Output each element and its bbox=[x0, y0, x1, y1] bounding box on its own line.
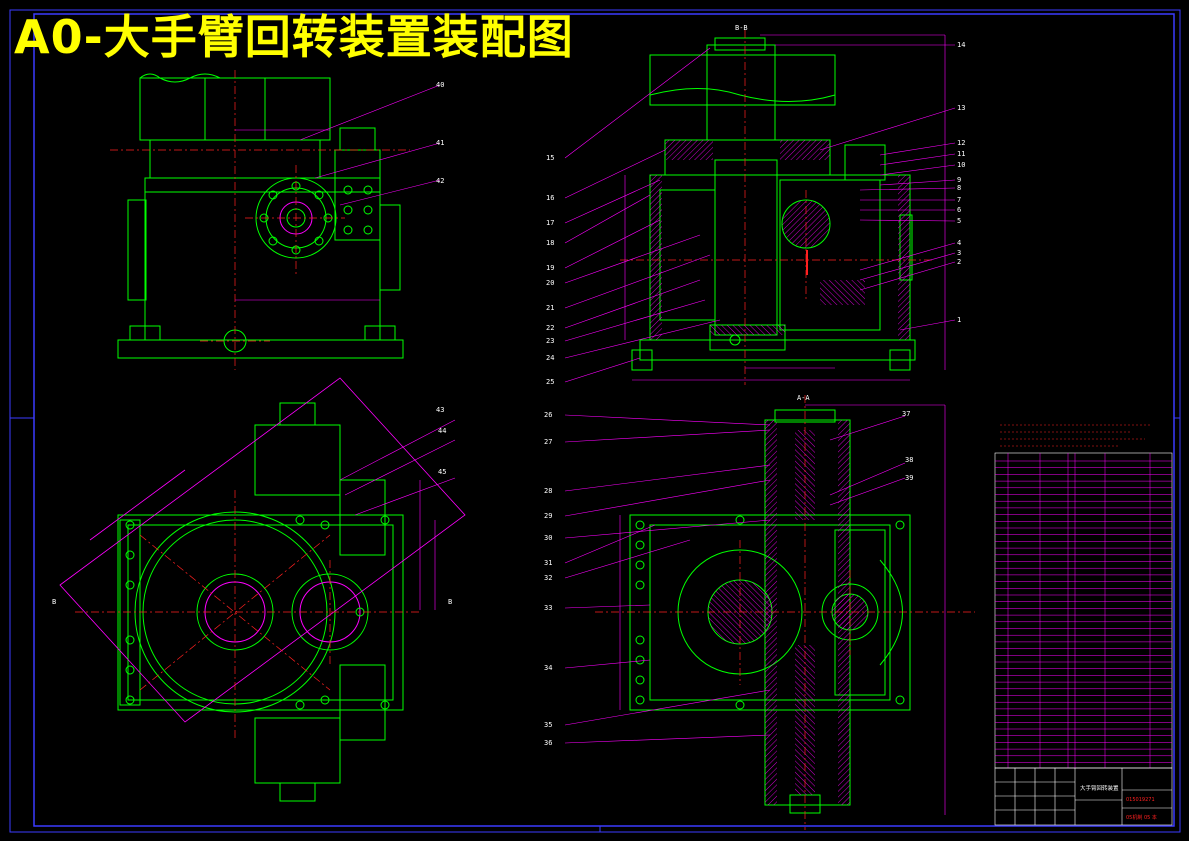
callout-top-right-right-9: 9 bbox=[957, 176, 961, 184]
parts-list-table bbox=[994, 452, 1173, 769]
title-block-class-no: 05机制 05 本 bbox=[1126, 814, 1157, 821]
top-right-dimensions bbox=[624, 34, 946, 381]
callout-bottom-right-left-34: 34 bbox=[544, 664, 552, 672]
callout-top-right-left-16: 16 bbox=[546, 194, 554, 202]
technical-notes bbox=[1000, 424, 1150, 447]
callout-top-left-40: 40 bbox=[436, 81, 444, 89]
top-right-leaders-left bbox=[564, 47, 721, 383]
callout-top-right-left-25: 25 bbox=[546, 378, 554, 386]
bottom-right-dimensions bbox=[619, 404, 946, 815]
drawing-border bbox=[9, 9, 1181, 833]
callout-top-right-left-23: 23 bbox=[546, 337, 554, 345]
callout-bottom-right-left-28: 28 bbox=[544, 487, 552, 495]
callout-bottom-right-left-35: 35 bbox=[544, 721, 552, 729]
page-title: A0-大手臂回转装置装配图 bbox=[14, 10, 574, 64]
callout-bottom-right-left-32: 32 bbox=[544, 574, 552, 582]
callout-labels: 4041421516171819202122232425141312111098… bbox=[436, 41, 965, 747]
callout-top-right-right-13: 13 bbox=[957, 104, 965, 112]
callout-top-right-left-19: 19 bbox=[546, 264, 554, 272]
callout-top-right-right-3: 3 bbox=[957, 249, 961, 257]
bottom-right-leaders-left bbox=[564, 414, 771, 744]
top-right-leaders-right bbox=[775, 44, 956, 331]
callout-bottom-right-left-27: 27 bbox=[544, 438, 552, 446]
section-marker-b-left: B bbox=[52, 598, 56, 606]
section-label-aa: A-A bbox=[797, 394, 810, 402]
section-marker-b-right: B bbox=[448, 598, 452, 606]
callout-top-right-left-24: 24 bbox=[546, 354, 554, 362]
bottom-left-view bbox=[117, 402, 404, 802]
callout-bottom-right-left-26: 26 bbox=[544, 411, 552, 419]
callout-top-right-left-18: 18 bbox=[546, 239, 554, 247]
section-label-bb: B-B bbox=[735, 24, 748, 32]
bottom-right-leaders-right bbox=[829, 415, 906, 506]
callout-top-right-right-8: 8 bbox=[957, 184, 961, 192]
callout-top-right-right-12: 12 bbox=[957, 139, 965, 147]
callout-bottom-right-right-37: 37 bbox=[902, 410, 910, 418]
callout-top-right-right-14: 14 bbox=[957, 41, 965, 49]
callout-top-right-right-2: 2 bbox=[957, 258, 961, 266]
title-block bbox=[994, 767, 1173, 826]
callout-top-right-left-15: 15 bbox=[546, 154, 554, 162]
callout-top-right-right-5: 5 bbox=[957, 217, 961, 225]
callout-top-right-right-11: 11 bbox=[957, 150, 965, 158]
callout-top-left-41: 41 bbox=[436, 139, 444, 147]
callout-top-right-left-21: 21 bbox=[546, 304, 554, 312]
title-block-drawing-no: 015019271 bbox=[1126, 797, 1155, 803]
bottom-left-rotated-outline bbox=[59, 377, 466, 723]
callout-top-right-right-7: 7 bbox=[957, 196, 961, 204]
callout-bottom-left-44: 44 bbox=[438, 427, 446, 435]
callout-bottom-left-45: 45 bbox=[438, 468, 446, 476]
callout-bottom-right-left-29: 29 bbox=[544, 512, 552, 520]
callout-top-right-left-17: 17 bbox=[546, 219, 554, 227]
top-left-centerlines bbox=[110, 70, 410, 370]
bottom-right-hatch bbox=[708, 420, 868, 805]
title-block-name: 大手臂回转装置 bbox=[1080, 784, 1119, 792]
callout-top-right-right-1: 1 bbox=[957, 316, 961, 324]
callout-bottom-right-left-36: 36 bbox=[544, 739, 552, 747]
top-right-view bbox=[631, 37, 916, 371]
callout-bottom-right-right-39: 39 bbox=[905, 474, 913, 482]
callout-bottom-right-right-38: 38 bbox=[905, 456, 913, 464]
callout-bottom-left-43: 43 bbox=[436, 406, 444, 414]
top-right-centerlines bbox=[620, 30, 935, 385]
top-left-dimensions bbox=[235, 84, 441, 301]
callout-top-left-42: 42 bbox=[436, 177, 444, 185]
callout-top-right-right-10: 10 bbox=[957, 161, 965, 169]
callout-top-right-left-20: 20 bbox=[546, 279, 554, 287]
callout-bottom-right-left-33: 33 bbox=[544, 604, 552, 612]
bottom-left-dimensions bbox=[339, 419, 456, 610]
callout-top-right-left-22: 22 bbox=[546, 324, 554, 332]
callout-top-right-right-4: 4 bbox=[957, 239, 961, 247]
bottom-left-centerlines bbox=[75, 490, 420, 740]
callout-bottom-right-left-31: 31 bbox=[544, 559, 552, 567]
callout-bottom-right-left-30: 30 bbox=[544, 534, 552, 542]
callout-top-right-right-6: 6 bbox=[957, 206, 961, 214]
bottom-right-centerlines bbox=[595, 395, 975, 830]
